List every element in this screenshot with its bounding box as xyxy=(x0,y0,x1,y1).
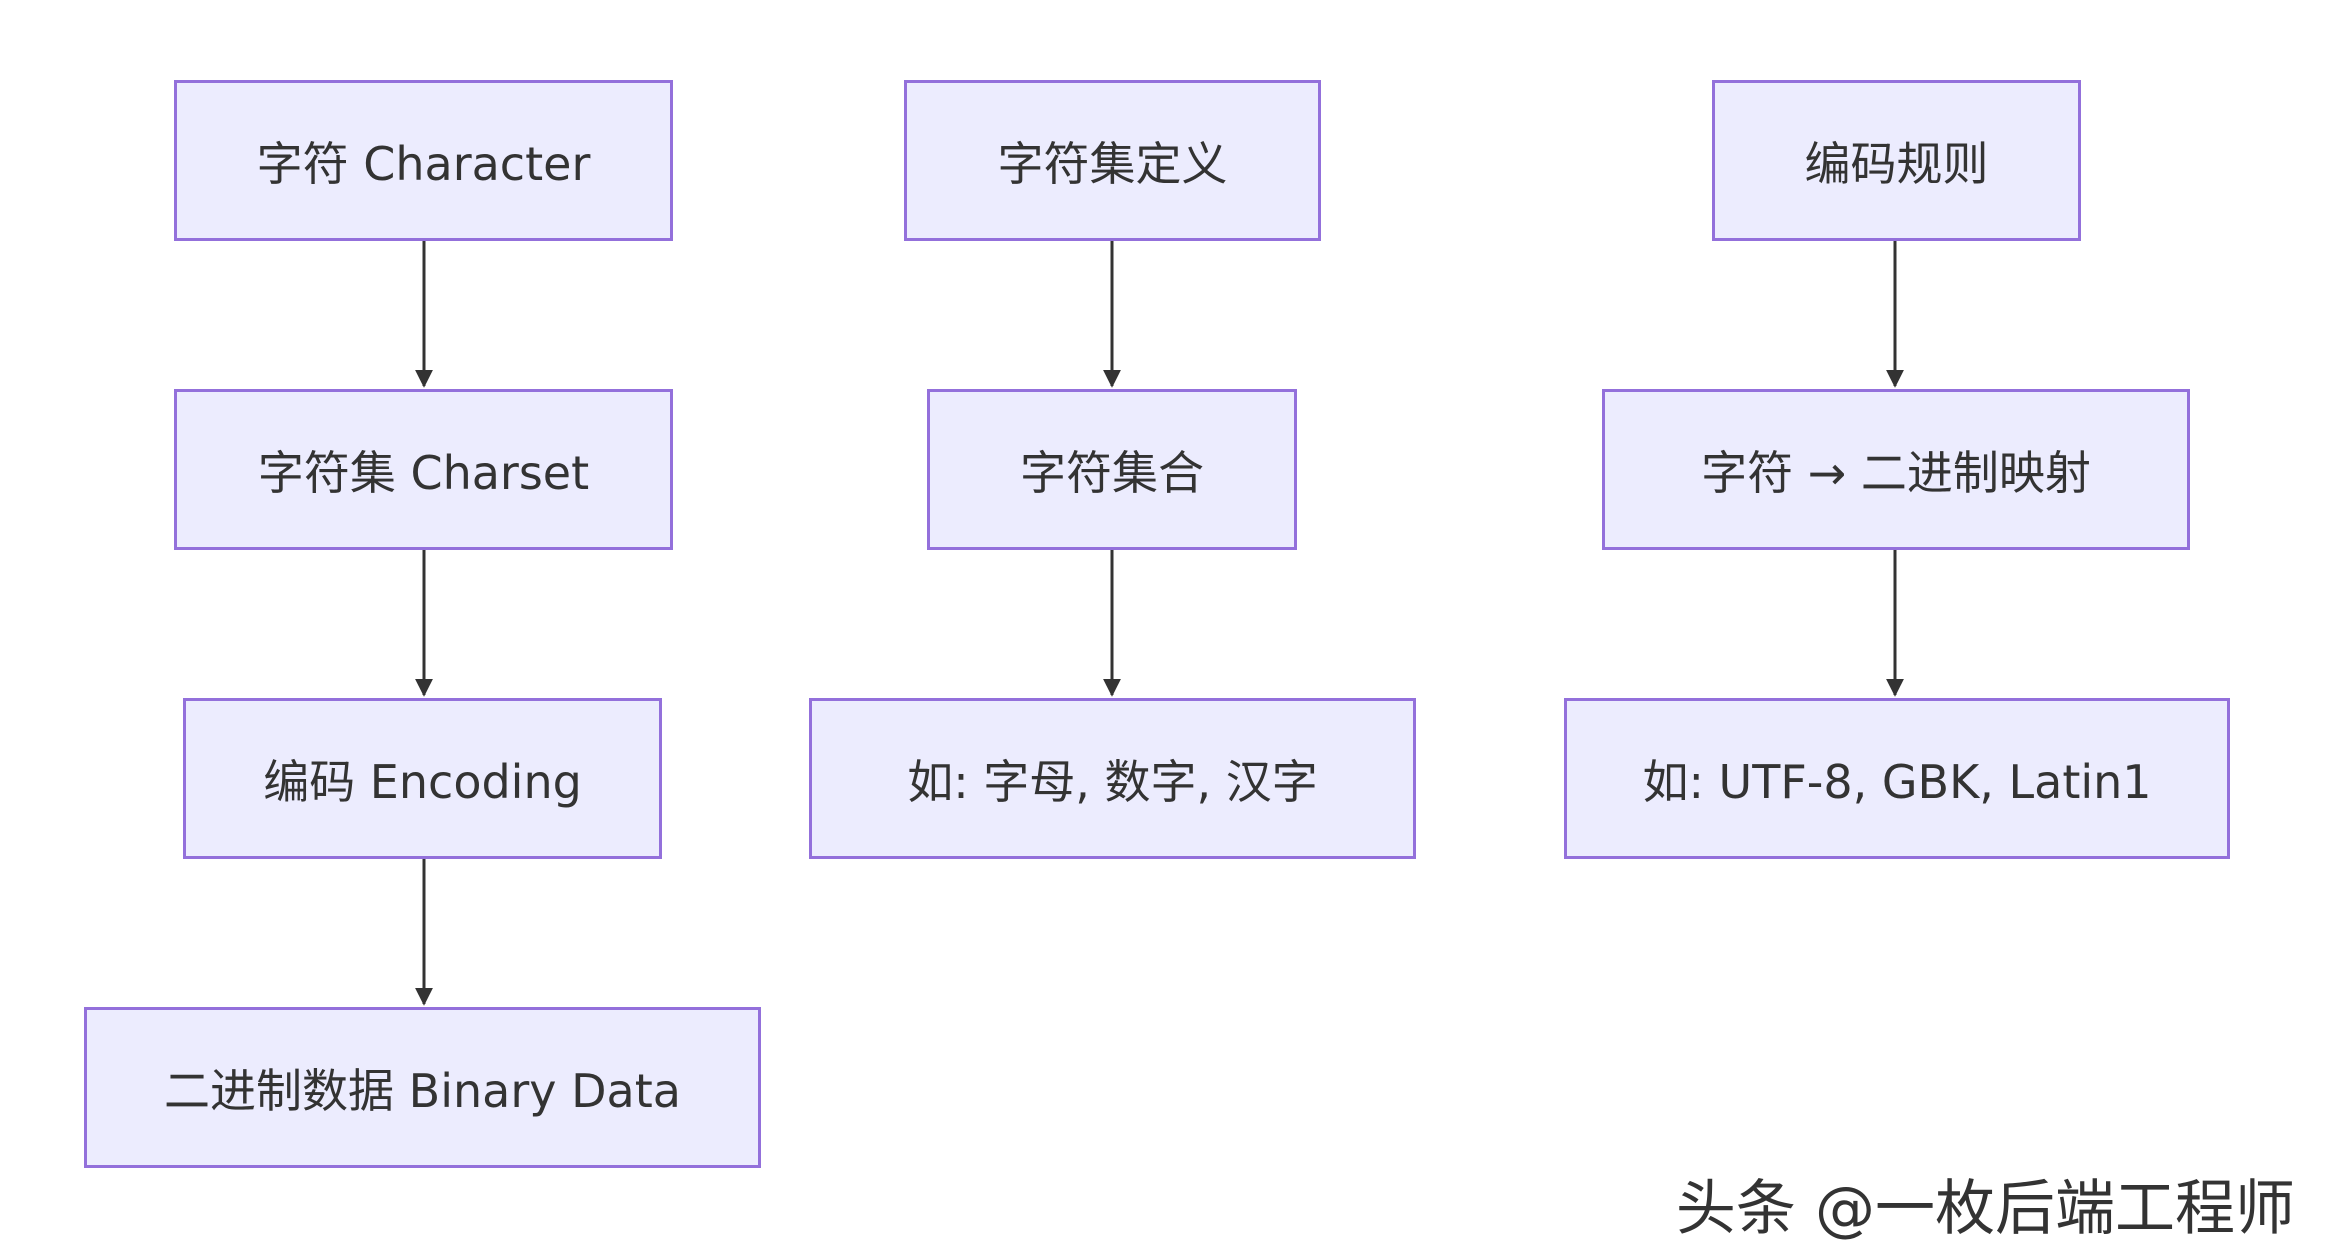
node-charset: 字符集 Charset xyxy=(174,389,673,550)
watermark-text: 头条 @一枚后端工程师 xyxy=(1675,1174,2295,1244)
node-encoding-rules: 编码规则 xyxy=(1712,80,2081,241)
node-encoding-examples: 如: UTF-8, GBK, Latin1 xyxy=(1564,698,2230,859)
node-binary-data: 二进制数据 Binary Data xyxy=(84,1007,761,1168)
node-encoding: 编码 Encoding xyxy=(183,698,662,859)
node-charset-definition: 字符集定义 xyxy=(904,80,1321,241)
node-char-to-binary-mapping: 字符 → 二进制映射 xyxy=(1602,389,2190,550)
node-charset-collection: 字符集合 xyxy=(927,389,1297,550)
node-character: 字符 Character xyxy=(174,80,673,241)
node-charset-examples: 如: 字母, 数字, 汉字 xyxy=(809,698,1416,859)
